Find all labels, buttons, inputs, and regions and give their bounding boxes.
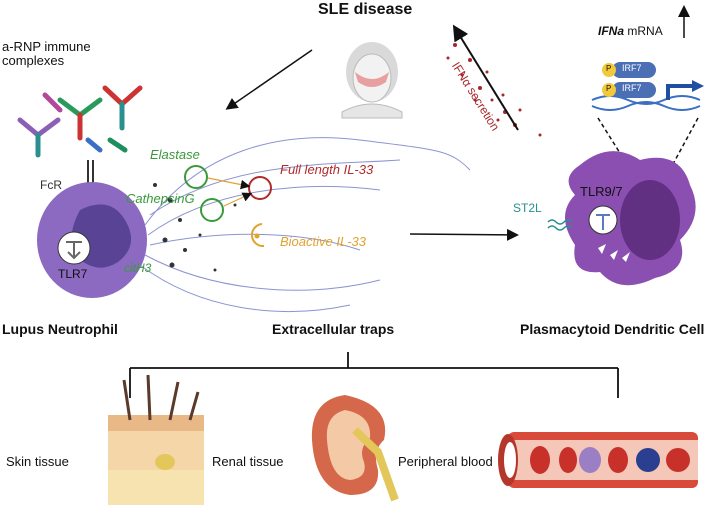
elastase-label: Elastase — [150, 147, 200, 162]
ifn-secretion-arrow — [452, 24, 519, 131]
irf7-label-top: IRF7 — [622, 63, 642, 73]
peripheral-blood-label: Peripheral blood — [398, 454, 493, 469]
skin-tissue-image — [108, 374, 204, 505]
skin-tissue-label: Skin tissue — [6, 454, 69, 469]
bioactive-il33-circle — [250, 223, 265, 248]
renal-tissue-label: Renal tissue — [212, 454, 284, 469]
elastase-circle — [184, 165, 208, 189]
tlr97-label: TLR9/7 — [580, 184, 623, 199]
st2l-receptor — [547, 219, 573, 225]
ifna-mrna-label: IFNa mRNA — [598, 24, 663, 38]
phospho-label-bottom: P — [606, 84, 612, 93]
patient-icon — [341, 42, 403, 119]
net-fibers — [139, 137, 471, 312]
sle-to-neutrophil-arrow — [225, 49, 313, 110]
pdc-title: Plasmacytoid Dendritic Cell — [520, 321, 705, 337]
phospho-label-top: P — [606, 64, 612, 73]
traps-title: Extracellular traps — [272, 321, 395, 337]
debris-dots — [153, 183, 237, 272]
antibody-complex-icon — [17, 85, 143, 158]
st2l-label: ST2L — [513, 201, 542, 215]
cathepsin-label: CathepsinG — [126, 191, 195, 206]
full-length-il33-circle — [248, 176, 272, 200]
irf7-dna-complex — [591, 62, 704, 111]
cith3-label: citH3 — [124, 261, 152, 275]
blood-vessel-image — [498, 432, 698, 488]
immune-complexes-label: a-RNP immune complexes — [2, 39, 91, 69]
bioactive-il33-label: Bioactive IL-33 — [280, 234, 366, 249]
full-length-il33-label: Full length IL-33 — [280, 162, 374, 177]
fcr-label: FcR — [40, 178, 62, 192]
tissue-bracket — [129, 352, 619, 398]
pdc-cell — [565, 151, 696, 286]
tlr7-label: TLR7 — [58, 267, 88, 281]
ifna-gene-label: IFNa — [598, 24, 625, 38]
cathepsin-circle — [200, 198, 224, 222]
neutrophil-title: Lupus Neutrophil — [2, 321, 118, 337]
net-to-pdc-arrow — [409, 228, 519, 241]
neutrophil-cell — [37, 182, 147, 298]
mrna-label: mRNA — [627, 24, 663, 38]
diagram-title: SLE disease — [318, 1, 413, 18]
irf7-label-bottom: IRF7 — [622, 83, 642, 93]
kidney-image — [311, 395, 399, 502]
